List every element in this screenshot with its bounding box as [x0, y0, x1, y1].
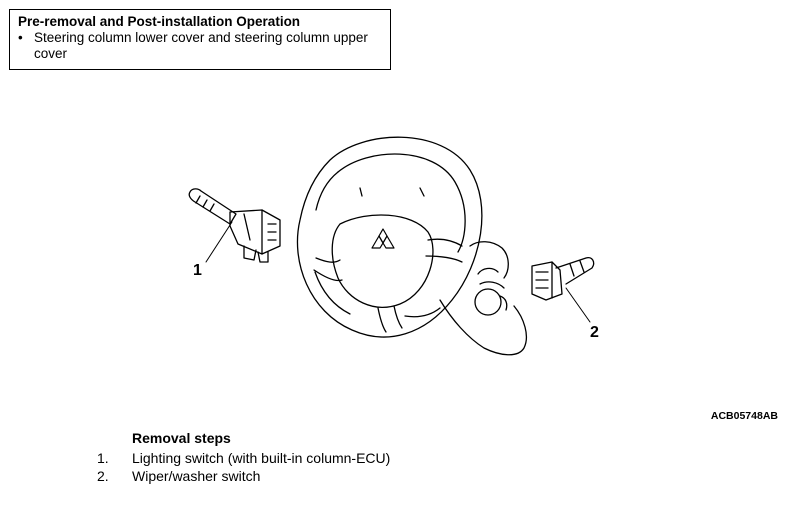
step-text: Lighting switch (with built-in column-EC… [132, 450, 391, 466]
callout-1-label: 1 [193, 262, 202, 279]
steering-wheel [296, 136, 483, 338]
pre-removal-notice-box: Pre-removal and Post-installation Operat… [9, 9, 391, 70]
callout-2-leader [565, 287, 591, 323]
removal-steps-list: 1. Lighting switch (with built-in column… [97, 449, 397, 485]
step-text: Wiper/washer switch [132, 468, 261, 484]
steering-column [439, 241, 528, 356]
lighting-switch-part [188, 188, 281, 263]
step-number: 2. [97, 468, 109, 484]
figure-code: ACB05748AB [710, 410, 778, 422]
callout-2-label: 2 [590, 324, 599, 341]
removal-steps-title: Removal steps [132, 430, 231, 446]
removal-step: 1. Lighting switch (with built-in column… [97, 449, 397, 467]
notice-item-text: Steering column lower cover and steering… [34, 30, 368, 61]
bullet-icon: • [18, 30, 23, 45]
notice-title: Pre-removal and Post-installation Operat… [18, 14, 301, 29]
wiper-washer-switch-part [531, 256, 595, 301]
removal-step: 2. Wiper/washer switch [97, 467, 397, 485]
step-number: 1. [97, 450, 109, 466]
callout-1-leader [205, 221, 233, 263]
notice-item: • Steering column lower cover and steeri… [18, 30, 382, 62]
steering-wheel-illustration [188, 136, 595, 356]
manufacturer-logo-icon [371, 228, 395, 249]
